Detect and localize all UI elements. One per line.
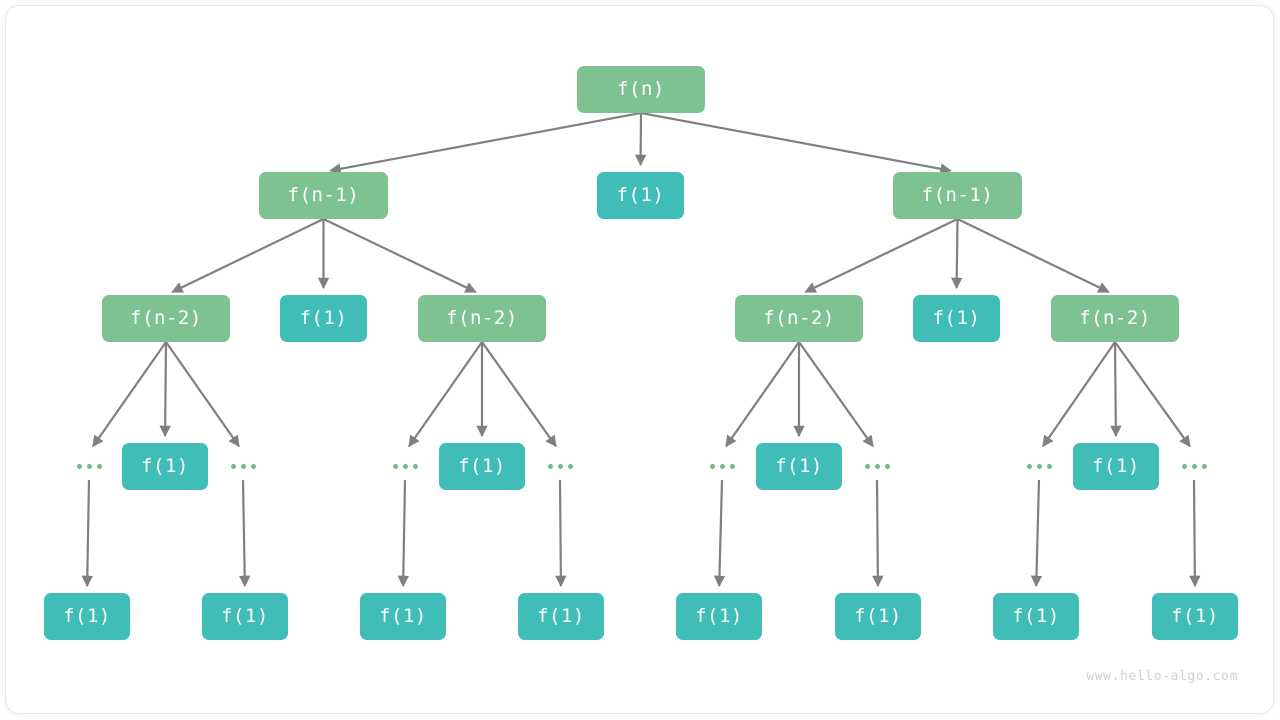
recursive-node: f(n-2) xyxy=(735,295,863,342)
ellipsis-node: ... xyxy=(703,452,741,480)
ellipsis-node: ... xyxy=(541,452,579,480)
recursive-node: f(n) xyxy=(577,66,705,113)
recursive-node: f(n-1) xyxy=(893,172,1022,219)
base-case-node: f(1) xyxy=(439,443,525,490)
recursive-node: f(n-2) xyxy=(1051,295,1179,342)
base-case-node: f(1) xyxy=(44,593,130,640)
base-case-node: f(1) xyxy=(360,593,446,640)
ellipsis-node: ... xyxy=(224,452,262,480)
ellipsis-node: ... xyxy=(70,452,108,480)
ellipsis-node: ... xyxy=(1175,452,1213,480)
base-case-node: f(1) xyxy=(913,295,1000,342)
base-case-node: f(1) xyxy=(1073,443,1159,490)
recursive-node: f(n-2) xyxy=(418,295,546,342)
ellipsis-node: ... xyxy=(386,452,424,480)
base-case-node: f(1) xyxy=(518,593,604,640)
base-case-node: f(1) xyxy=(597,172,684,219)
base-case-node: f(1) xyxy=(993,593,1079,640)
ellipsis-node: ... xyxy=(858,452,896,480)
watermark: www.hello-algo.com xyxy=(1086,669,1238,684)
base-case-node: f(1) xyxy=(122,443,208,490)
base-case-node: f(1) xyxy=(1152,593,1238,640)
ellipsis-node: ... xyxy=(1020,452,1058,480)
base-case-node: f(1) xyxy=(280,295,367,342)
base-case-node: f(1) xyxy=(835,593,921,640)
base-case-node: f(1) xyxy=(202,593,288,640)
recursive-node: f(n-2) xyxy=(102,295,230,342)
base-case-node: f(1) xyxy=(676,593,762,640)
base-case-node: f(1) xyxy=(756,443,842,490)
recursive-node: f(n-1) xyxy=(259,172,388,219)
